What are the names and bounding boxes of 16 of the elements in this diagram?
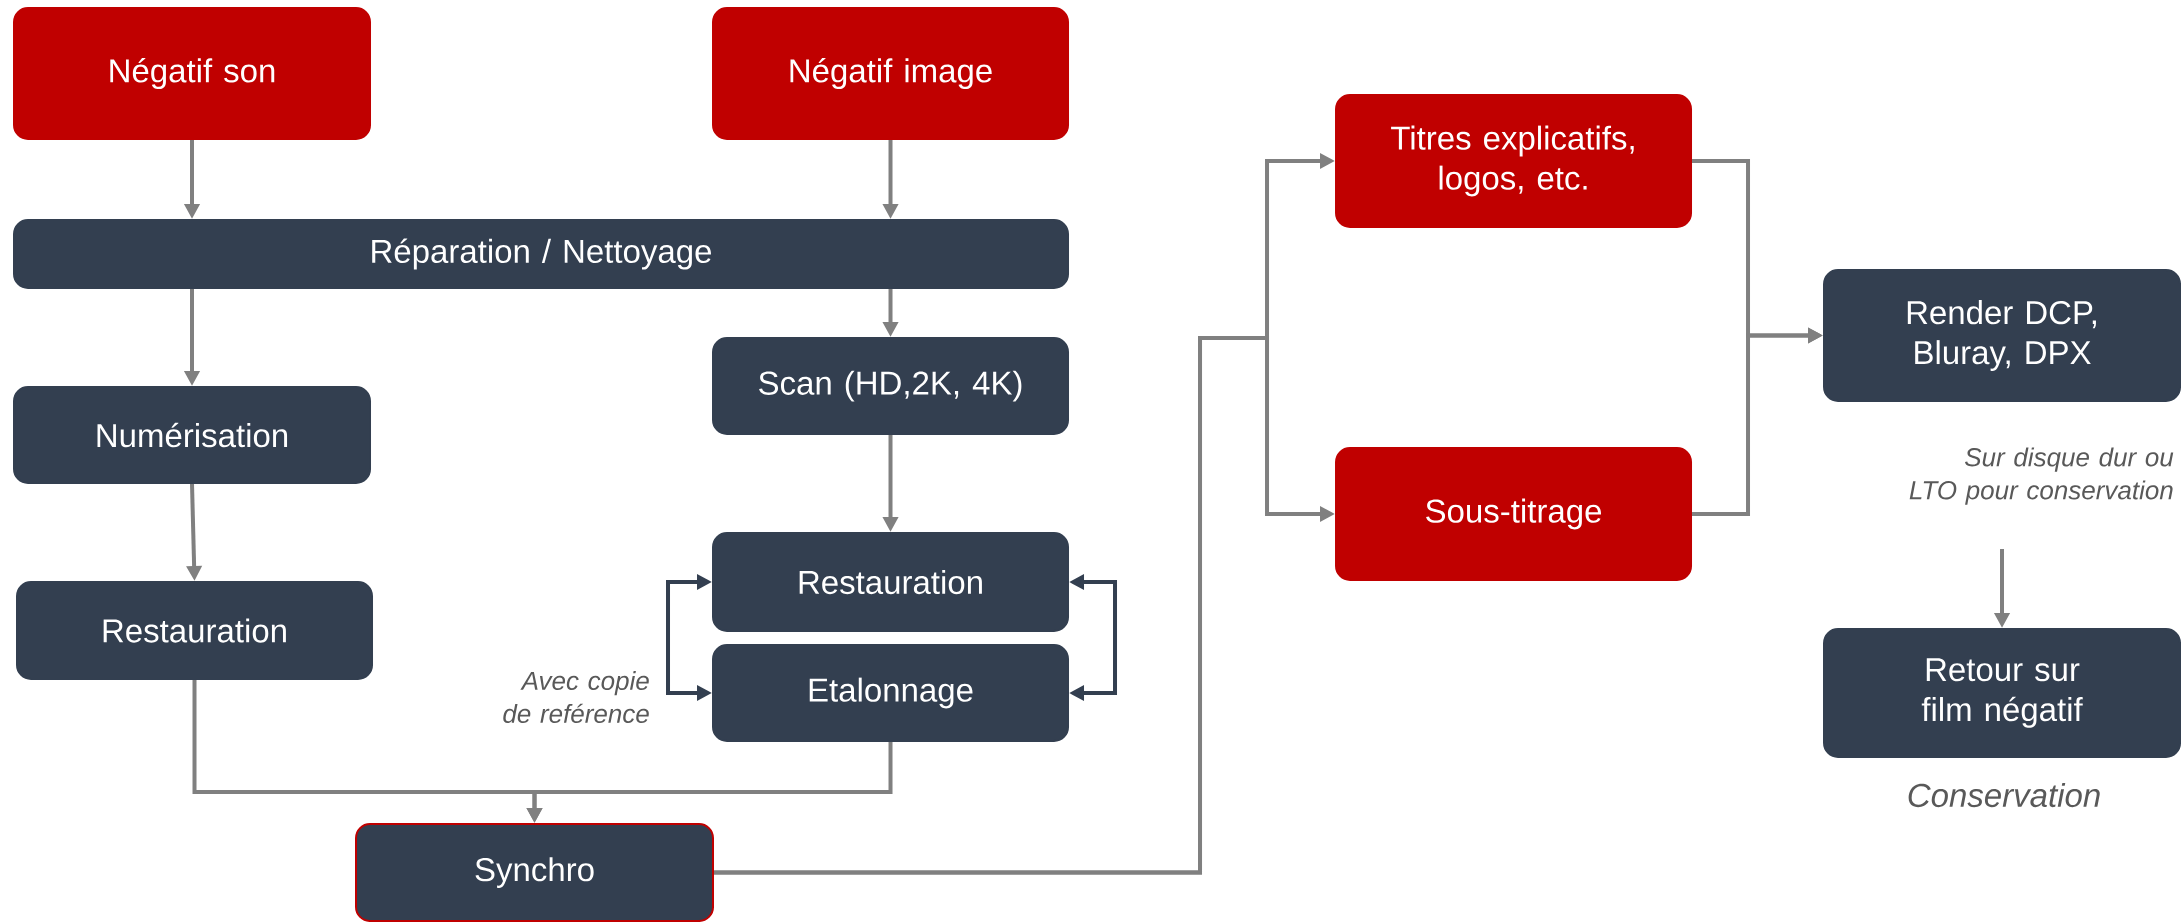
process-box: Render DCP, Bluray, DPX	[1823, 269, 2181, 402]
note-text: Sur disque dur ou LTO pour conservation	[1909, 447, 2174, 505]
process-box: Négatif image	[712, 7, 1069, 140]
process-box: Scan (HD,2K, 4K)	[712, 337, 1069, 435]
title-bar: Réparation / Nettoyage	[13, 219, 1069, 289]
note-text: Conservation	[1908, 782, 2100, 808]
process-box: Négatif son	[13, 7, 371, 140]
process-box: Retour sur film négatif	[1823, 628, 2181, 758]
process-box: Restauration	[712, 532, 1069, 632]
process-box: Etalonnage	[712, 644, 1069, 742]
process-box: Synchro	[355, 823, 714, 922]
process-box: Titres explicatifs, logos, etc.	[1335, 94, 1692, 228]
process-box: Sous-titrage	[1335, 447, 1692, 581]
process-box: Restauration	[16, 581, 373, 680]
process-box: Numérisation	[13, 386, 371, 484]
note-text: Avec copie de reférence	[503, 670, 649, 724]
